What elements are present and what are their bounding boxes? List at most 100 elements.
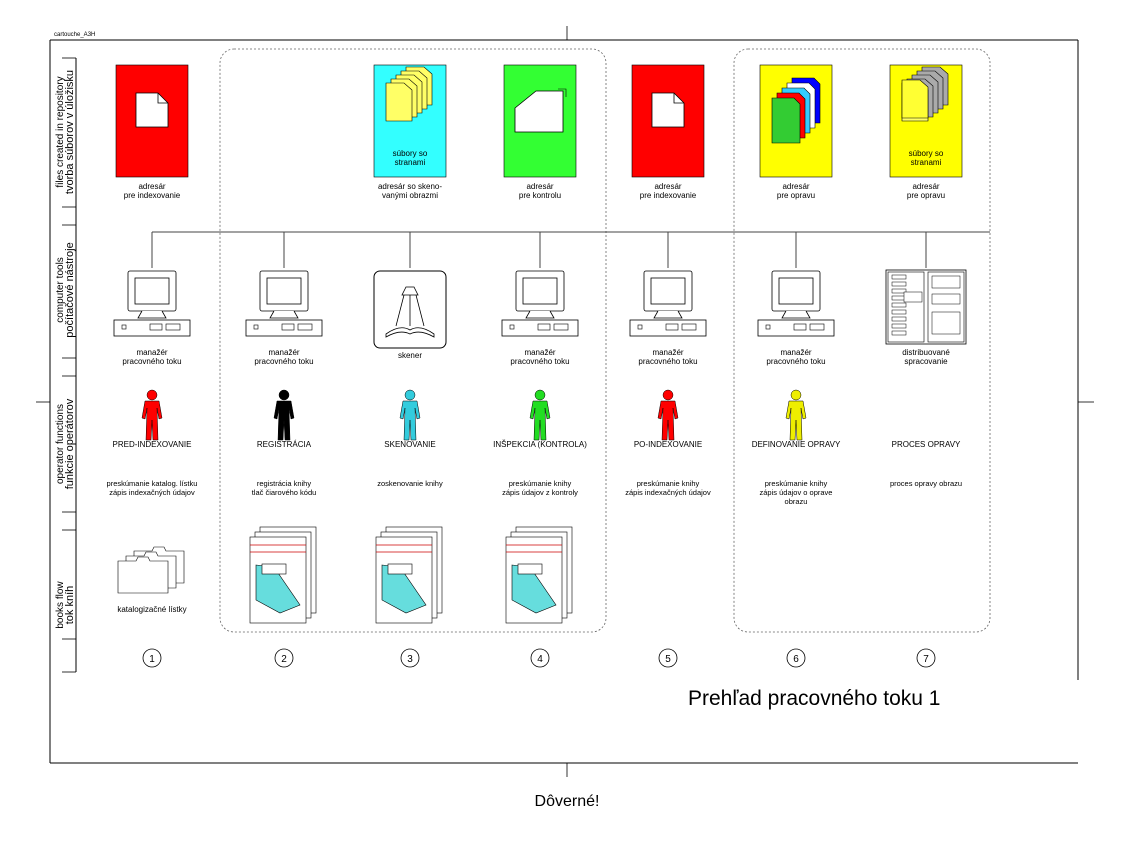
operator-task: proces opravy obrazu	[890, 479, 962, 488]
server-unit	[931, 275, 961, 289]
drive-slot	[121, 324, 127, 330]
monitor-screen	[778, 277, 814, 305]
drive-slot	[537, 323, 551, 331]
server-unit	[891, 309, 907, 315]
drive-slot	[765, 324, 771, 330]
row-label-books-overlap: books flow	[55, 581, 66, 629]
page-icon	[514, 90, 564, 133]
drive-slot	[665, 323, 679, 331]
row-label-files-overlap: files created in repository	[55, 76, 66, 187]
operator-figure-icon	[273, 389, 295, 441]
folder-caption: adresár	[654, 182, 681, 191]
step-number: 1	[149, 654, 155, 665]
page-icon	[771, 97, 801, 144]
tool-caption: spracovanie	[904, 357, 948, 366]
page-fold	[157, 93, 168, 104]
figure-head	[278, 389, 290, 401]
book-label	[261, 563, 287, 575]
folder-caption: adresár	[912, 182, 939, 191]
figure-body	[141, 400, 163, 441]
operator-label: REGISTRÁCIA	[257, 440, 312, 449]
folder-caption: pre indexovanie	[124, 191, 181, 200]
drive-slot	[281, 323, 295, 331]
operator-task: zoskenovanie knihy	[377, 479, 443, 488]
figure-head	[790, 389, 802, 401]
row-label-tools: počítačové nástroje	[64, 242, 76, 337]
operator-task: preskúmanie knihy	[509, 479, 572, 488]
catalog-card-icon	[117, 556, 169, 594]
folder-caption: pre opravu	[907, 191, 945, 200]
operator-figure-icon	[785, 389, 807, 441]
step-number-circle	[786, 648, 806, 668]
operator-label: PROCES OPRAVY	[892, 440, 961, 449]
figure-head	[662, 389, 674, 401]
operator-task: preskúmanie knihy	[765, 479, 828, 488]
server-unit	[931, 311, 961, 335]
row-label-tools-overlap: computer tools	[55, 257, 66, 323]
server-unit	[891, 274, 907, 280]
server-unit	[931, 293, 961, 305]
tool-caption: pracovného toku	[254, 357, 313, 366]
folder-caption: adresár	[782, 182, 809, 191]
tool-caption: manažér	[524, 348, 555, 357]
step-number-circle	[658, 648, 678, 668]
tool-caption: pracovného toku	[122, 357, 181, 366]
tool-caption: manažér	[780, 348, 811, 357]
tool-caption: distribuované	[902, 348, 950, 357]
tool-caption: pracovného toku	[638, 357, 697, 366]
monitor-screen	[522, 277, 558, 305]
drive-slot	[809, 323, 825, 331]
tool-caption: pracovného toku	[766, 357, 825, 366]
row-labels: files created in repository tvorba súbor…	[55, 70, 76, 629]
folder-inside-label: stranami	[395, 158, 426, 167]
operator-task: registrácia knihy	[257, 479, 311, 488]
drive-slot	[149, 323, 163, 331]
page-icon	[385, 82, 413, 122]
server-unit	[903, 291, 923, 303]
step-number: 4	[537, 654, 543, 665]
operator-figure-icon	[657, 389, 679, 441]
folder-inside-label: stranami	[911, 158, 942, 167]
tool-caption: pracovného toku	[510, 357, 569, 366]
folder-inside-label: súbory so	[909, 149, 944, 158]
monitor-stand	[269, 310, 299, 319]
book-label	[517, 563, 543, 575]
tool-caption: skener	[398, 351, 422, 360]
step-number: 6	[793, 654, 799, 665]
scanner-leg	[395, 294, 405, 327]
folder-caption: pre indexovanie	[640, 191, 697, 200]
folder-caption: pre opravu	[777, 191, 815, 200]
folder-caption: adresár	[138, 182, 165, 191]
group-box-correction	[733, 48, 991, 633]
step-number: 5	[665, 654, 671, 665]
step-number-circle	[916, 648, 936, 668]
drive-slot	[165, 323, 181, 331]
tool-caption: manažér	[652, 348, 683, 357]
page-corner	[558, 88, 567, 97]
row-label-files: tvorba súborov v úložisku	[64, 70, 76, 194]
operator-figure-icon	[399, 389, 421, 441]
folder-caption: pre kontrolu	[519, 191, 561, 200]
drive-slot	[297, 323, 313, 331]
monitor-stand	[137, 310, 167, 319]
page-icon	[651, 92, 685, 128]
monitor-stand	[781, 310, 811, 319]
step-number-circle	[142, 648, 162, 668]
diagram-title: Prehľad pracovného toku 1	[688, 687, 940, 710]
step-number: 7	[923, 654, 929, 665]
footer-confidential: Dôverné!	[535, 793, 600, 810]
operator-label: INŠPEKCIA (KONTROLA)	[493, 440, 587, 449]
figure-head	[534, 389, 546, 401]
tool-caption: manažér	[136, 348, 167, 357]
operator-task: obrazu	[785, 497, 808, 506]
figure-body	[657, 400, 679, 441]
figure-body	[273, 400, 295, 441]
figure-head	[146, 389, 158, 401]
operator-figure-icon	[141, 389, 163, 441]
